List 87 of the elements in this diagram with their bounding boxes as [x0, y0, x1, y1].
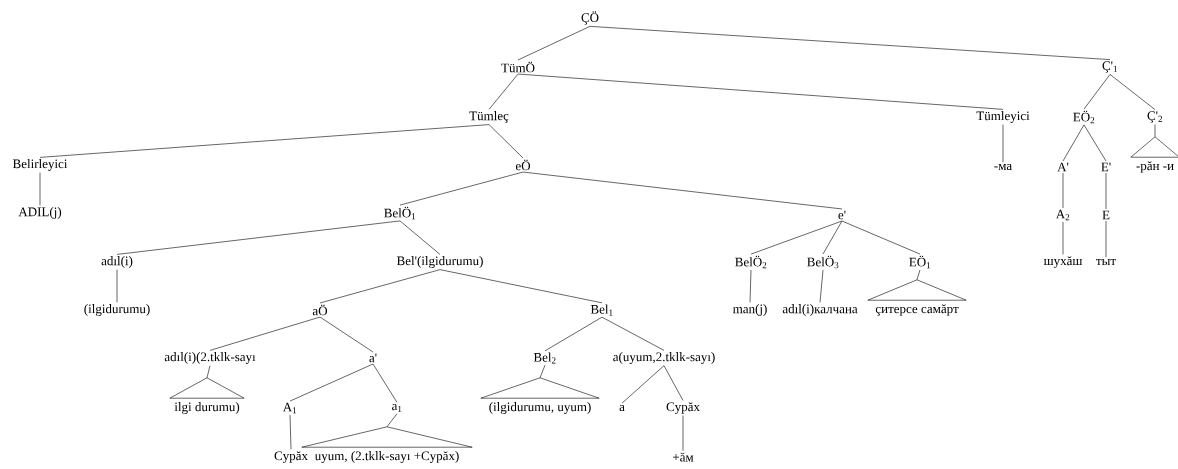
tree-label: adıl(i)калчана: [782, 304, 858, 316]
tree-label: Cypăx: [666, 402, 700, 414]
tree-label: Bel'(ilgidurumu): [396, 256, 483, 268]
tree-label: EÖ$_{2}$: [1073, 110, 1095, 124]
tree-label: E': [1101, 162, 1111, 172]
branch-line: [1002, 124, 1004, 163]
tree-label: Tümleç: [469, 111, 509, 123]
branch-line: [209, 316, 321, 351]
tree-label: BelÖ$_{3}$: [807, 255, 839, 269]
tree-label: a$_{1}$: [392, 404, 402, 412]
tree-label: Ç'$_{1}$: [1102, 61, 1117, 73]
tree-label: uyum, (2.tklk-sayı +Cypăx): [314, 451, 459, 463]
branch-line: [206, 365, 211, 379]
branch-line: [386, 413, 398, 428]
branch-line: [399, 171, 524, 206]
tree-label: шухăш: [1043, 256, 1083, 268]
tree-label: (ilgidurumu): [84, 304, 150, 316]
branch-line: [39, 124, 490, 158]
tree-label: ilgi durumu): [174, 402, 240, 414]
branch-line: [319, 316, 374, 353]
branch-line: [916, 269, 921, 281]
branch-line: [822, 220, 843, 255]
branch-line: [539, 364, 546, 379]
tree-label: a: [619, 404, 625, 412]
branch-line: [289, 363, 374, 402]
branch-line: [621, 365, 665, 404]
tree-label: Tümleyici: [976, 111, 1030, 123]
tree-label: çитерсе самăрт: [875, 304, 959, 316]
tree-label: EÖ$_{1}$: [909, 255, 931, 269]
branch-line: [39, 172, 41, 206]
tree-label: A$_{2}$: [1055, 209, 1070, 221]
branch-line: [750, 220, 843, 255]
branch-line: [663, 365, 684, 401]
tree-label: eÖ: [515, 159, 531, 171]
branch-line: [399, 220, 441, 255]
tree-label: Cypăx: [274, 451, 308, 463]
branch-line: [1062, 221, 1064, 255]
branch-line: [1083, 124, 1107, 162]
branch-line: [522, 171, 843, 210]
tree-label: adıl(i): [101, 256, 133, 268]
tree-label: a': [369, 353, 377, 363]
branch-line: [439, 269, 603, 304]
branch-line: [544, 316, 603, 352]
branch-line: [289, 414, 292, 450]
tree-label: E: [1102, 210, 1110, 220]
branch-line: [517, 26, 591, 61]
branch-line: [1105, 172, 1107, 210]
tree-label: BelÖ$_{2}$: [735, 255, 767, 269]
tree-label: Belirleyici: [12, 159, 68, 171]
branch-line: [749, 269, 752, 303]
branch-line: [517, 73, 1004, 110]
tree-label: adıl(i)(2.tklk-sayı: [164, 352, 256, 364]
branch-line: [1109, 74, 1156, 110]
branch-line: [488, 73, 519, 110]
tree-label: ADIL(j): [18, 207, 62, 219]
branch-line: [488, 124, 524, 159]
tree-label: ÇÖ: [581, 11, 599, 25]
branch-line: [116, 220, 401, 255]
tree-label: A$_{1}$: [282, 402, 297, 414]
branch-line: [819, 269, 824, 303]
branch-line: [589, 26, 1111, 60]
branch-line: [1083, 74, 1111, 110]
tree-label: man(j): [732, 304, 767, 316]
tree-label: aÖ: [312, 304, 328, 316]
branch-line: [1062, 124, 1085, 162]
branch-line: [1154, 124, 1156, 138]
branch-line: [1062, 172, 1064, 209]
tree-label: +ăм: [673, 452, 694, 462]
branch-line: [372, 363, 398, 403]
branch-line: [841, 220, 921, 255]
tree-label: e': [838, 210, 846, 220]
tree-label: (ilgidurumu, uyum): [489, 402, 591, 414]
tree-label: Ç'$_{2}$: [1147, 111, 1163, 123]
branch-line: [601, 316, 665, 351]
tree-label: TümÖ: [501, 61, 535, 73]
branch-line: [1105, 220, 1107, 258]
tree-label: a(uyum,2.tklk-sayı): [613, 352, 715, 364]
branch-line: [116, 269, 118, 303]
tree-label: A': [1057, 162, 1069, 172]
branch-line: [319, 269, 441, 304]
tree-label: Bel$_{2}$: [533, 352, 556, 364]
branch-line: [682, 415, 684, 452]
tree-label: -рăн -и: [1136, 161, 1174, 173]
tree-label: Bel$_{1}$: [590, 304, 613, 316]
tree-label: BelÖ$_{1}$: [384, 206, 416, 220]
tree-label: тыт: [1096, 259, 1116, 265]
tree-label: -ма: [994, 163, 1012, 171]
